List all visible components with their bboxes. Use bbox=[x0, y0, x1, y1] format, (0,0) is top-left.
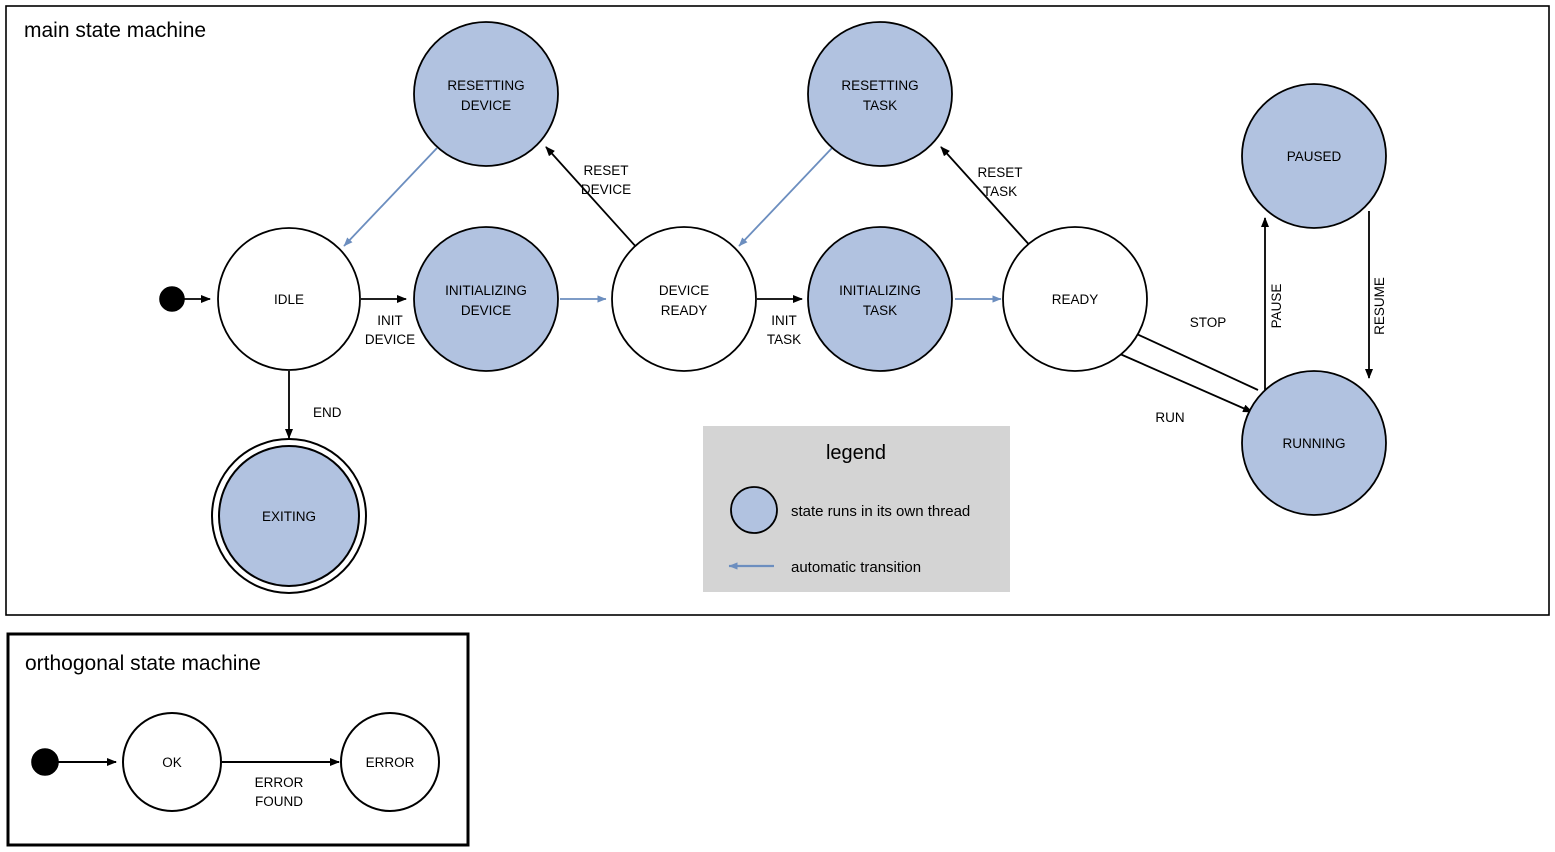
state-node-paused[interactable]: PAUSED bbox=[1241, 83, 1387, 229]
state-label-resetting-task-line1: RESETTING bbox=[841, 78, 918, 93]
state-label-initializing-task-line2: TASK bbox=[863, 303, 897, 318]
state-circle-exiting-inner bbox=[218, 445, 360, 587]
edge-label-error-found-line2: FOUND bbox=[255, 794, 303, 809]
main-frame-title: main state machine bbox=[24, 19, 206, 42]
orthogonal-frame-title: orthogonal state machine bbox=[25, 652, 261, 675]
state-label-resetting-device-line2: DEVICE bbox=[461, 98, 511, 113]
legend-title: legend bbox=[826, 442, 886, 464]
state-node-initializing-device[interactable]: INITIALIZING DEVICE bbox=[413, 226, 559, 372]
edge-resetting-task-to-device-ready bbox=[738, 147, 833, 247]
edge-label-pause: PAUSE bbox=[1269, 284, 1284, 329]
edge-label-init-task-line2: TASK bbox=[767, 332, 801, 347]
edge-label-reset-device-line1: RESET bbox=[583, 163, 628, 178]
edge-label-stop: STOP bbox=[1190, 315, 1227, 330]
edge-label-end: END bbox=[313, 405, 342, 420]
state-circle-paused bbox=[1241, 83, 1387, 229]
edge-label-run: RUN bbox=[1155, 410, 1184, 425]
edge-resetting-device-to-idle bbox=[343, 147, 438, 247]
state-node-exiting[interactable]: EXITING bbox=[211, 438, 367, 594]
legend-auto-label: automatic transition bbox=[791, 559, 921, 576]
state-circle-resetting-task bbox=[807, 21, 953, 167]
state-label-ready: READY bbox=[1052, 292, 1099, 307]
state-label-paused: PAUSED bbox=[1287, 149, 1342, 164]
state-node-ready[interactable]: READY bbox=[1002, 226, 1148, 372]
state-circle-initializing-device bbox=[413, 226, 559, 372]
state-label-error: ERROR bbox=[366, 755, 415, 770]
state-label-ok: OK bbox=[162, 755, 182, 770]
state-label-initializing-device-line2: DEVICE bbox=[461, 303, 511, 318]
edge-running-to-ready bbox=[1127, 329, 1259, 391]
initial-state-dot bbox=[159, 286, 185, 312]
legend: legend state runs in its own thread auto… bbox=[703, 426, 1010, 592]
state-circle-error bbox=[340, 712, 440, 812]
edge-label-reset-device-line2: DEVICE bbox=[581, 182, 631, 197]
state-node-error[interactable]: ERROR bbox=[340, 712, 440, 812]
state-node-device-ready[interactable]: DEVICE READY bbox=[611, 226, 757, 372]
state-node-resetting-task[interactable]: RESETTING TASK bbox=[807, 21, 953, 167]
edge-label-reset-task-line2: TASK bbox=[983, 184, 1017, 199]
edge-ready-to-running bbox=[1119, 353, 1253, 413]
legend-thread-swatch-icon bbox=[730, 486, 778, 534]
edge-ready-to-resetting-task bbox=[940, 146, 1034, 250]
edge-label-reset-task-line1: RESET bbox=[977, 165, 1022, 180]
edge-label-error-found-line1: ERROR bbox=[255, 775, 304, 790]
state-label-initializing-task-line1: INITIALIZING bbox=[839, 283, 921, 298]
edge-label-init-device-line2: DEVICE bbox=[365, 332, 415, 347]
state-label-exiting: EXITING bbox=[262, 509, 316, 524]
state-circle-idle bbox=[217, 227, 361, 371]
ortho-initial-state-dot bbox=[31, 748, 59, 776]
state-node-initializing-task[interactable]: INITIALIZING TASK bbox=[807, 226, 953, 372]
legend-thread-label: state runs in its own thread bbox=[791, 503, 970, 520]
state-label-idle: IDLE bbox=[274, 292, 304, 307]
edge-label-init-task-line1: INIT bbox=[771, 313, 797, 328]
state-node-running[interactable]: RUNNING bbox=[1241, 370, 1387, 516]
state-circle-initializing-task bbox=[807, 226, 953, 372]
state-node-resetting-device[interactable]: RESETTING DEVICE bbox=[413, 21, 559, 167]
state-circle-ok bbox=[122, 712, 222, 812]
state-label-resetting-task-line2: TASK bbox=[863, 98, 897, 113]
state-label-device-ready-line2: READY bbox=[661, 303, 708, 318]
edge-label-init-device-line1: INIT bbox=[377, 313, 403, 328]
state-circle-running bbox=[1241, 370, 1387, 516]
state-label-device-ready-line1: DEVICE bbox=[659, 283, 709, 298]
edge-label-resume: RESUME bbox=[1372, 277, 1387, 335]
state-node-idle[interactable]: IDLE bbox=[217, 227, 361, 371]
edge-device-ready-to-resetting-device bbox=[545, 146, 639, 250]
state-node-ok[interactable]: OK bbox=[122, 712, 222, 812]
state-circle-resetting-device bbox=[413, 21, 559, 167]
state-circle-ready bbox=[1002, 226, 1148, 372]
state-label-resetting-device-line1: RESETTING bbox=[447, 78, 524, 93]
state-label-initializing-device-line1: INITIALIZING bbox=[445, 283, 527, 298]
state-label-running: RUNNING bbox=[1283, 436, 1346, 451]
state-circle-device-ready bbox=[611, 226, 757, 372]
